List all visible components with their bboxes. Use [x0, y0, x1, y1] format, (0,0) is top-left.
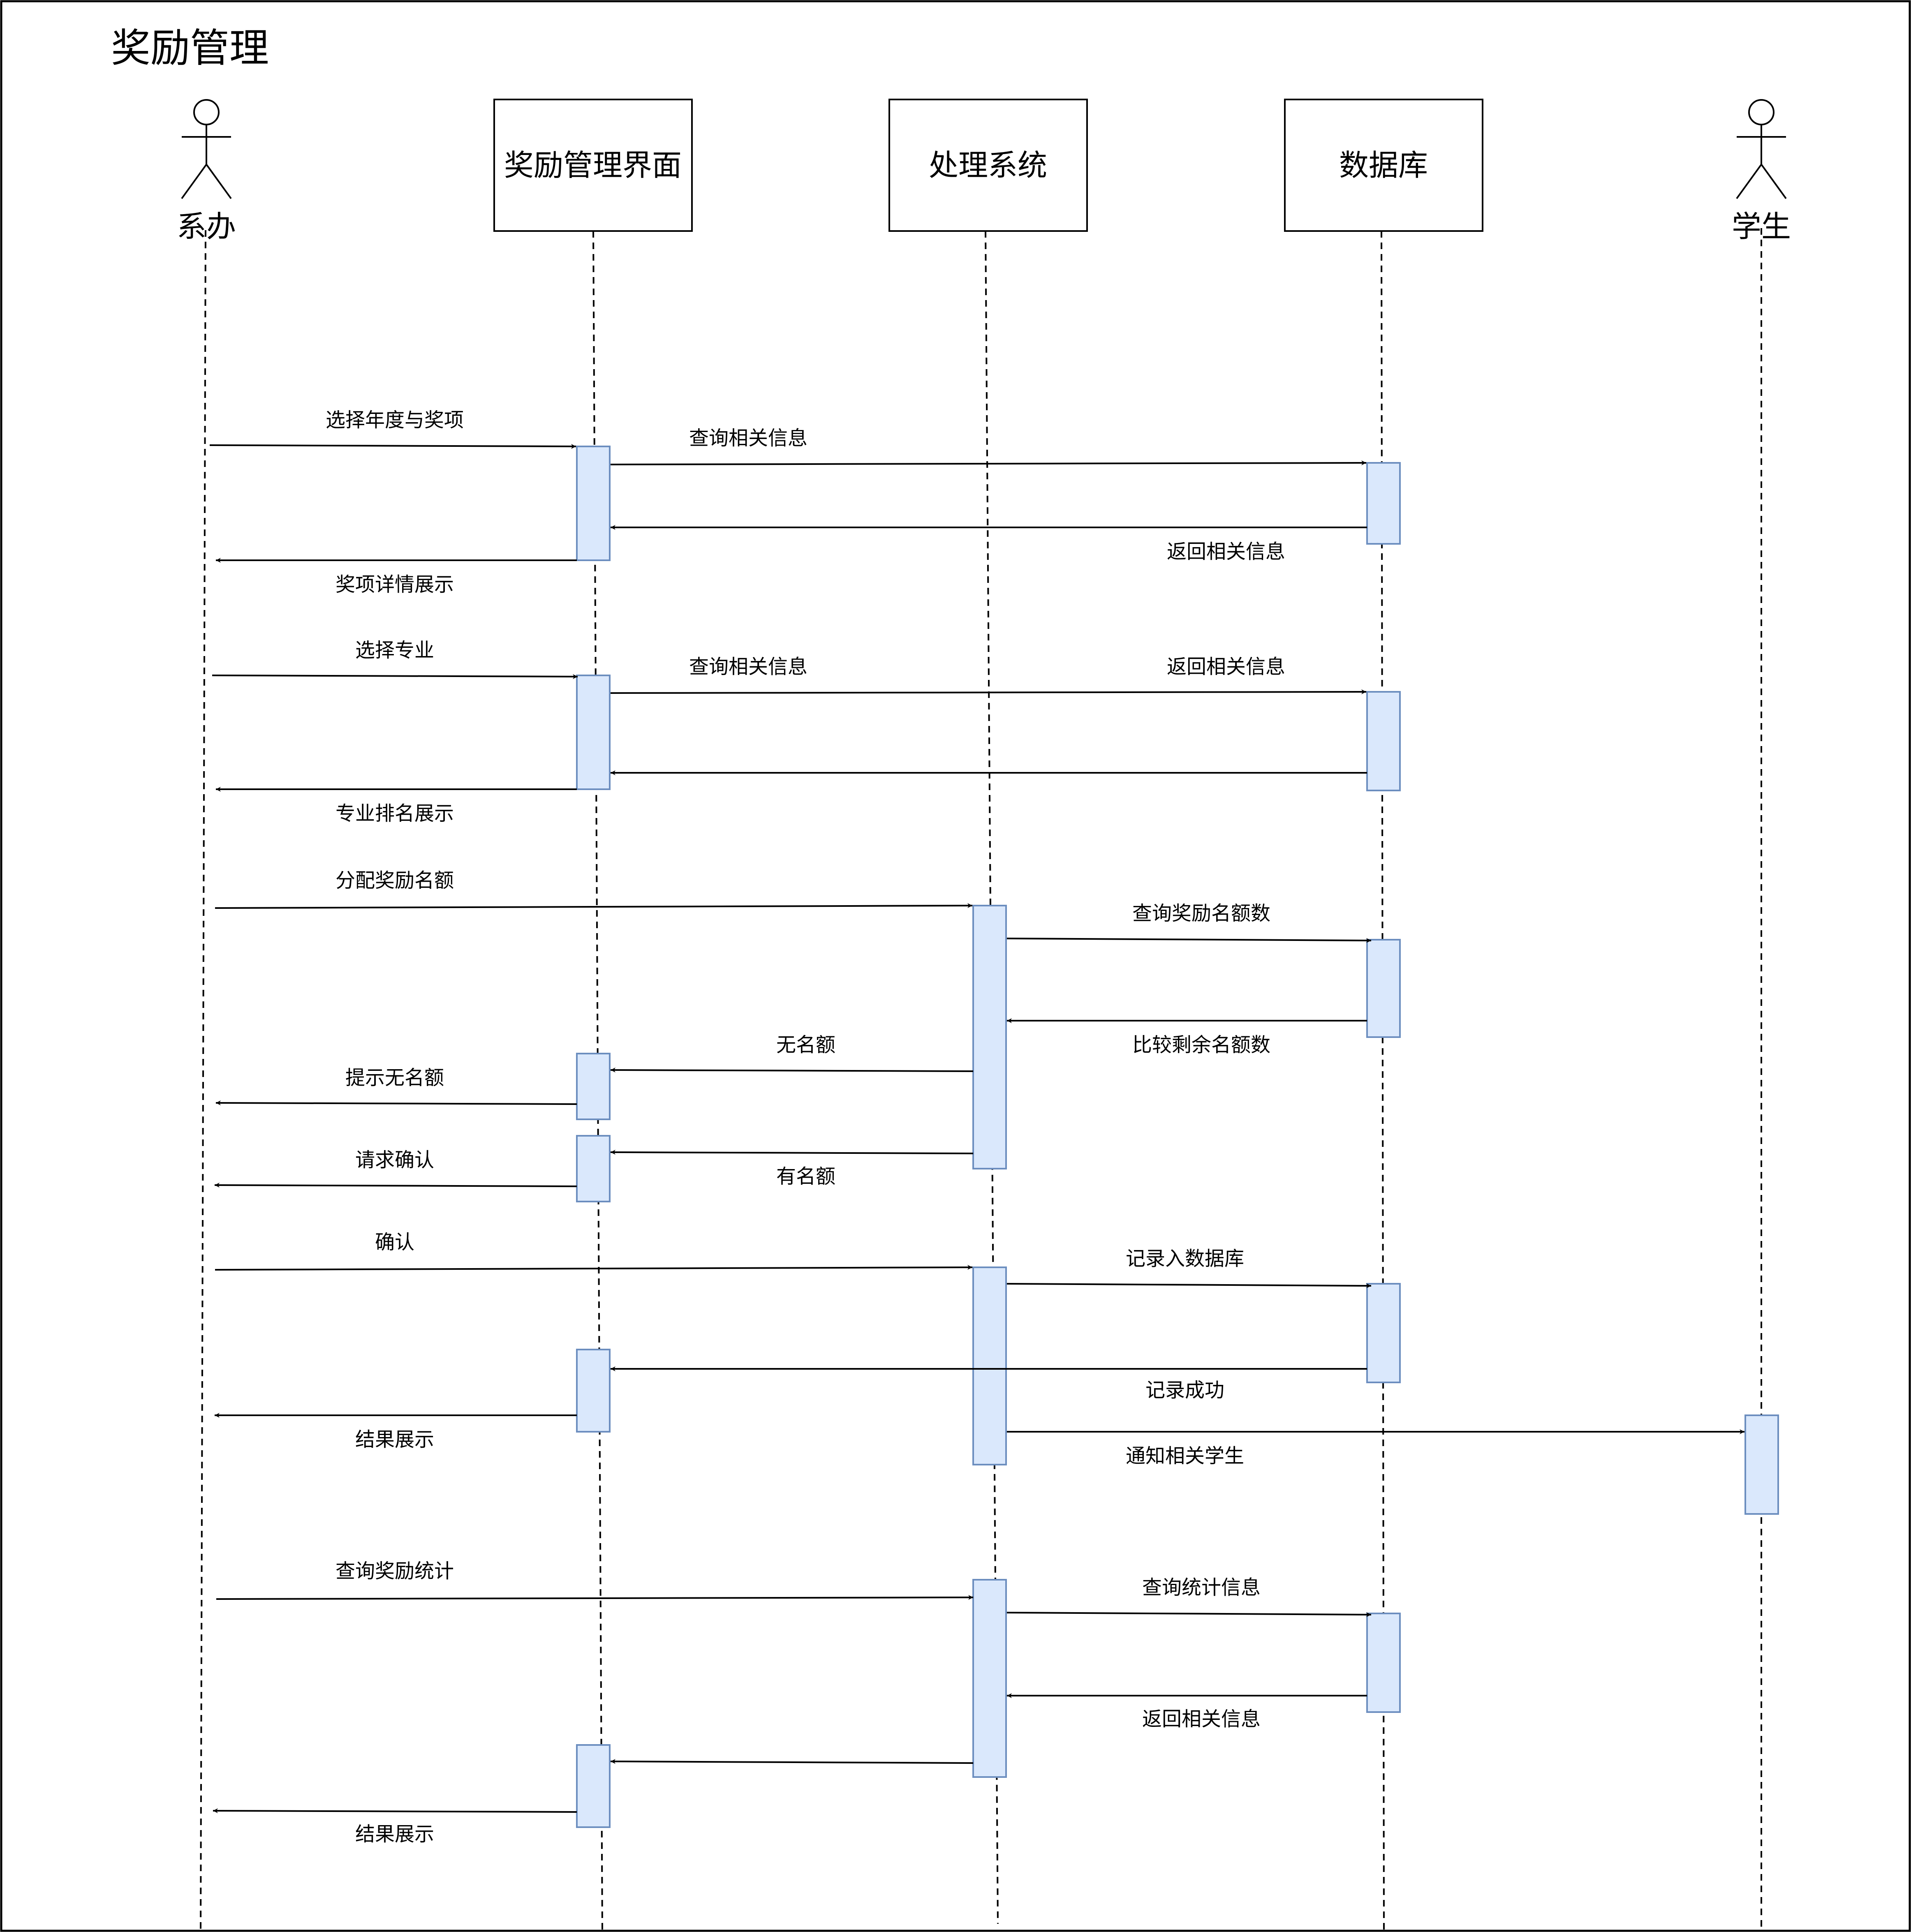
- activation-ui-5: [576, 1349, 611, 1433]
- message-arrow: [610, 1759, 974, 1764]
- participant-student: [1736, 99, 1787, 199]
- message-label: 确认: [375, 1231, 414, 1254]
- message-arrow: [610, 689, 1367, 695]
- message-label: 结果展示: [355, 1823, 434, 1846]
- message-label: 专业排名展示: [335, 802, 454, 825]
- message-arrow: [610, 1068, 974, 1073]
- message-label: 奖项详情展示: [335, 573, 454, 596]
- participant-student-label: 学生: [1732, 209, 1791, 244]
- message-label: 查询相关信息: [689, 655, 807, 678]
- activation-db-2: [1366, 691, 1401, 791]
- lifeline-office: [200, 230, 206, 1931]
- participant-ui-label: 奖励管理界面: [504, 148, 682, 183]
- activation-proc-3: [972, 1579, 1007, 1778]
- message-arrow: [216, 1595, 974, 1600]
- message-label: 有名额: [776, 1165, 835, 1188]
- activation-proc-1: [972, 905, 1007, 1169]
- message-label: 分配奖励名额: [335, 869, 454, 892]
- message-arrow: [213, 1808, 577, 1814]
- activation-db-1: [1366, 462, 1401, 545]
- message-label: 比较剩余名额数: [1132, 1033, 1270, 1056]
- lifeline-ui: [592, 231, 603, 1931]
- message-label: 请求确认: [355, 1149, 434, 1172]
- message-label: 选择专业: [355, 639, 434, 662]
- message-label: 返回相关信息: [1167, 655, 1285, 678]
- message-arrow: [1006, 938, 1372, 943]
- message-label: 返回相关信息: [1167, 540, 1285, 563]
- activation-db-5: [1366, 1613, 1401, 1713]
- message-label: 记录入数据库: [1126, 1247, 1244, 1270]
- participant-ui-box: [493, 99, 693, 232]
- message-label: 通知相关学生: [1126, 1444, 1244, 1467]
- participant-db-label: 数据库: [1339, 148, 1428, 183]
- participant-db-box: [1284, 99, 1483, 232]
- message-label: 查询奖励名额数: [1132, 902, 1270, 925]
- activation-ui-2: [576, 675, 611, 790]
- message-label: 查询相关信息: [689, 427, 807, 450]
- message-label: 选择年度与奖项: [326, 409, 464, 432]
- message-arrow: [215, 1265, 973, 1271]
- participant-office: [181, 99, 232, 199]
- activation-ui-4: [576, 1135, 611, 1202]
- message-labels: 选择年度与奖项 查询相关信息 返回相关信息 奖项详情展示 选择专业 查询相关信息…: [326, 409, 1285, 1846]
- message-label: 提示无名额: [345, 1066, 444, 1089]
- message-arrow: [215, 903, 973, 909]
- message-arrow: [215, 1100, 577, 1106]
- message-arrow: [1006, 1612, 1372, 1617]
- message-label: 无名额: [776, 1033, 835, 1056]
- messages: [209, 444, 1744, 1814]
- participant-proc-label: 处理系统: [929, 148, 1047, 183]
- message-label: 查询统计信息: [1142, 1576, 1261, 1599]
- activation-student-1: [1744, 1414, 1779, 1515]
- activation-ui-3: [576, 1053, 611, 1120]
- actor-head-icon: [193, 99, 220, 125]
- message-label: 返回相关信息: [1142, 1708, 1261, 1731]
- activation-ui-6: [576, 1744, 611, 1828]
- diagram-title: 奖励管理: [111, 25, 269, 71]
- message-label: 查询奖励统计: [335, 1560, 454, 1583]
- participant-proc-box: [888, 99, 1088, 232]
- message-arrow: [1006, 1283, 1372, 1288]
- message-label: 结果展示: [355, 1428, 434, 1451]
- message-arrow: [214, 1183, 577, 1188]
- activations: [576, 446, 1779, 1828]
- participant-office-label: 系办: [177, 209, 236, 244]
- message-arrow: [212, 674, 578, 679]
- actor-head-icon: [1748, 99, 1774, 125]
- message-arrow: [209, 444, 576, 449]
- activation-db-4: [1366, 1283, 1401, 1383]
- message-arrow: [610, 460, 1367, 466]
- activation-proc-2: [972, 1266, 1007, 1465]
- message-label: 记录成功: [1145, 1379, 1224, 1402]
- message-arrow: [610, 1150, 974, 1155]
- activation-db-3: [1366, 939, 1401, 1038]
- activation-ui-1: [576, 446, 611, 561]
